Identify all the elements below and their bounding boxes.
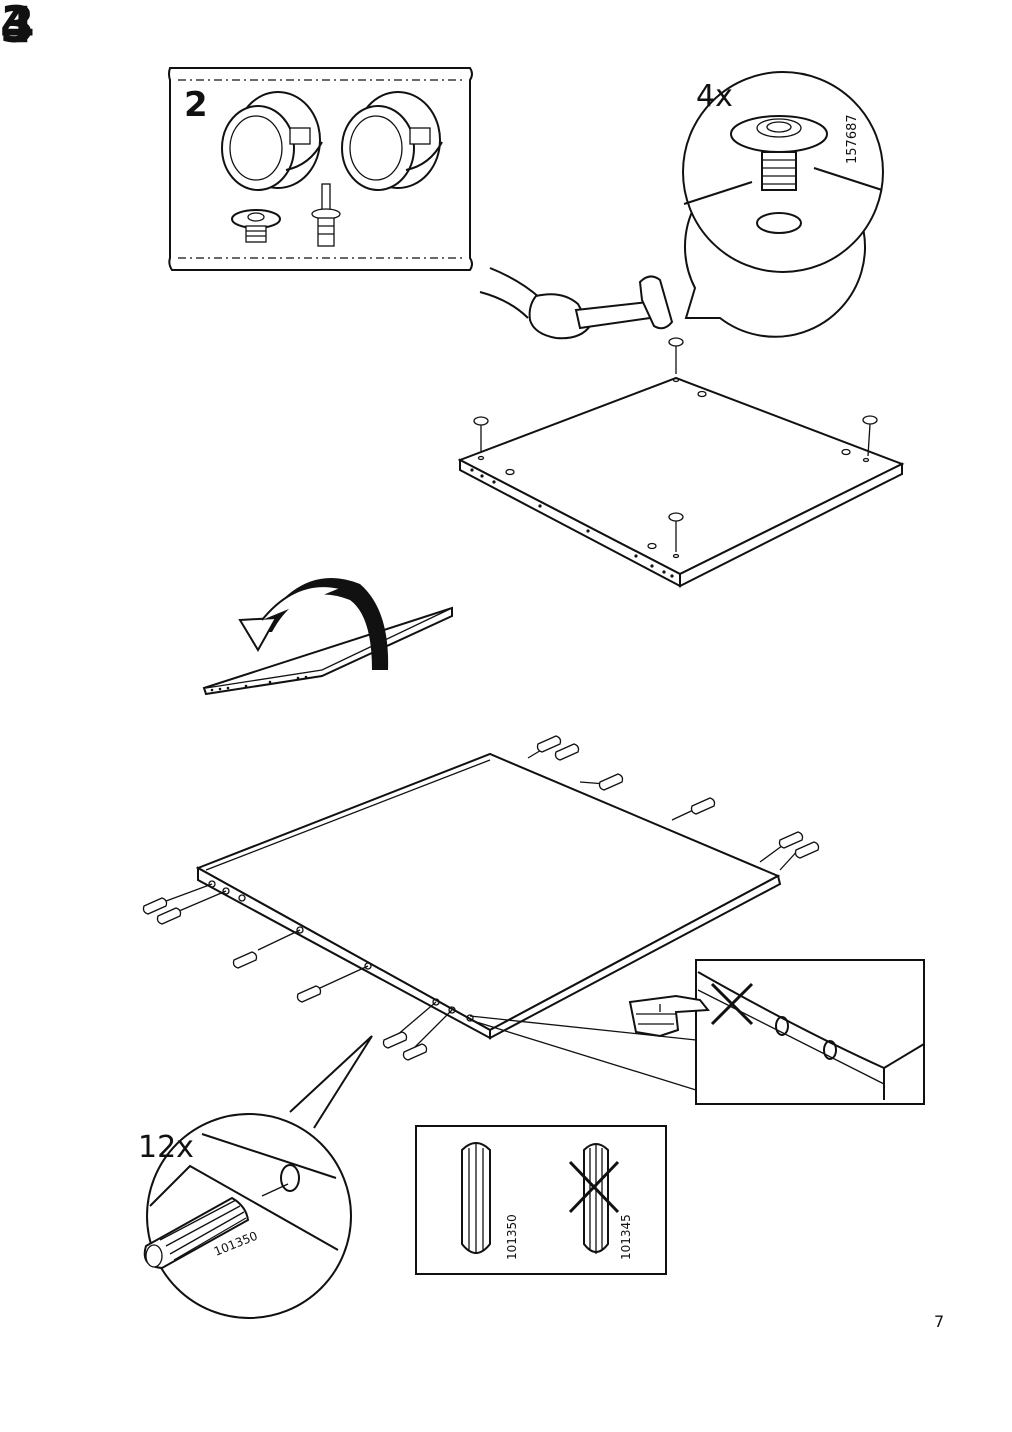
fluted-dowel-correct-icon xyxy=(461,1142,491,1254)
dowel-detail-callout: 12x 101350 xyxy=(138,1035,373,1319)
panel-with-dowels xyxy=(157,745,801,1049)
caster-wheel-icon xyxy=(221,91,323,191)
fluted-dowel-incorrect-icon xyxy=(583,1143,609,1254)
insert-quantity: 4x xyxy=(696,79,733,114)
dowel-comparison-box: 101350 101345 xyxy=(415,1125,667,1275)
cross-icon xyxy=(710,982,754,1026)
insert-article-number: 157687 xyxy=(845,114,860,164)
threaded-insert-icon xyxy=(231,209,281,243)
hammer-hand-icon xyxy=(479,267,674,340)
base-panel-with-inserts xyxy=(457,337,905,588)
wooden-dowel-icon xyxy=(142,735,820,1061)
step-3-number: 3 xyxy=(0,0,35,54)
flip-arrow-icon xyxy=(238,578,389,670)
step-4-number: 4 xyxy=(0,0,35,54)
cross-icon xyxy=(568,1160,620,1214)
dowel-quantity: 12x xyxy=(138,1130,194,1165)
parts-bag-box: 2 xyxy=(168,67,473,271)
edge-detail-box xyxy=(469,959,925,1105)
insert-detail-callout: 4x 157687 xyxy=(682,71,884,338)
page-number: 7 xyxy=(934,1312,945,1331)
pointing-hand-icon xyxy=(628,994,710,1038)
caster-stem-icon xyxy=(311,183,341,247)
correct-dowel-article: 101350 xyxy=(505,1214,519,1260)
caster-wheel-icon xyxy=(341,91,443,191)
incorrect-dowel-article: 101345 xyxy=(619,1214,633,1260)
parts-bag-quantity: 2 xyxy=(184,85,208,125)
